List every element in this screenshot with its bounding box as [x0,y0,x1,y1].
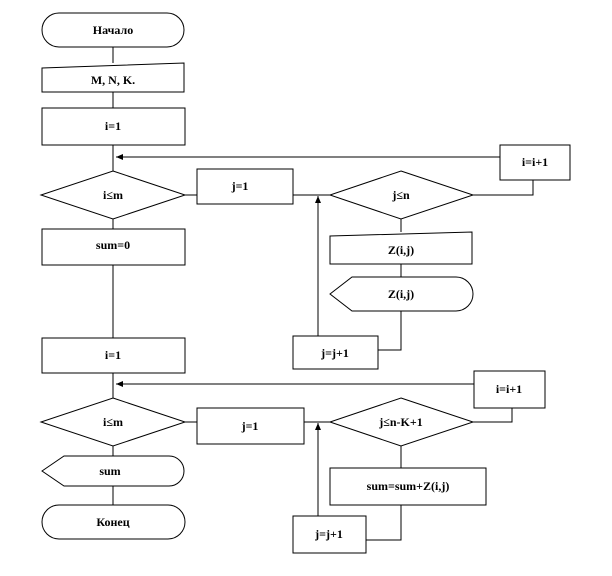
loop2-inc-i: i=i+1 [473,370,546,409]
loop2-init-j-label: j=1 [241,419,259,433]
sum-init: sum=0 [41,228,186,266]
loop1-show-z: Z(i,j) [329,276,474,312]
loop1-init-i-label: i=1 [105,119,121,133]
loop2-accumulate: sum=sum+Z(i,j) [329,467,487,506]
loop1-cond-i: i≤m [39,170,187,220]
loop1-read-z-label: Z(i,j) [388,243,414,257]
loop1-init-j-label: j=1 [231,179,249,193]
loop1-init-i: i=1 [41,107,186,146]
loop1-inc-j-label: j=j+1 [320,346,349,360]
loop2-accumulate-label: sum=sum+Z(i,j) [367,479,450,493]
loop2-cond-i: i≤m [39,397,187,447]
loop2-inc-i-label: i=i+1 [496,382,522,396]
start-terminator: Начало [41,12,185,48]
loop2-init-i: i=1 [41,337,186,374]
loop1-cond-j: j≤n [328,170,475,220]
input-label: M, N, K. [91,73,135,87]
sum-init-label: sum=0 [96,238,130,252]
loop1-show-z-label: Z(i,j) [388,287,414,301]
input-block: M, N, K. [41,62,185,93]
loop2-inc-j: j=j+1 [292,515,367,554]
loop1-inc-i-label: i=i+1 [522,155,548,169]
start-label: Начало [93,23,133,37]
loop2-cond-i-label: i≤m [103,415,123,429]
loop1-cond-j-label: j≤n [391,188,410,202]
connectors [112,47,534,541]
loop2-init-j: j=1 [196,407,305,445]
loop1-cond-i-label: i≤m [103,188,123,202]
end-label: Конец [96,515,129,529]
end-terminator: Конец [41,504,186,540]
loop1-init-j: j=1 [196,168,294,205]
loop2-cond-j-label: j≤n-K+1 [378,415,422,429]
output-label: sum [99,464,120,478]
loop1-inc-j: j=j+1 [292,335,379,370]
loop2-cond-j: j≤n-K+1 [328,397,475,447]
output-display: sum [41,455,185,487]
loop2-init-i-label: i=1 [105,348,121,362]
loop2-inc-j-label: j=j+1 [314,527,343,541]
loop1-read-z: Z(i,j) [329,231,473,265]
loop1-inc-i: i=i+1 [499,144,571,181]
